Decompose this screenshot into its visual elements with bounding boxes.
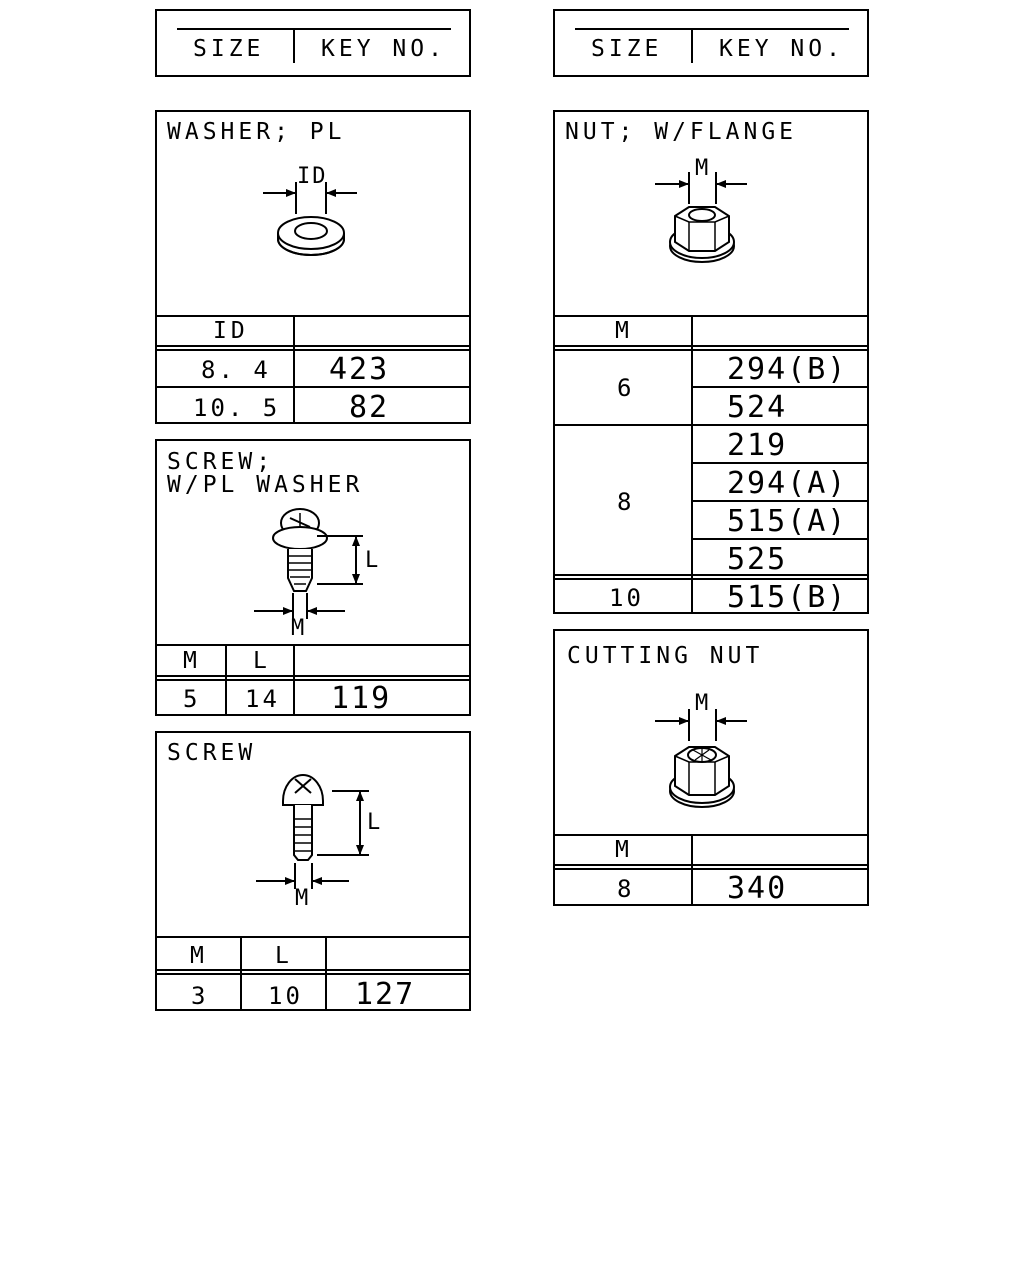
table-cell-size: 8. 4 xyxy=(201,356,271,384)
nut-flange-col-m: M xyxy=(615,318,633,344)
nut-flange-panel: NUT; W/FLANGE M M 6 294(B) 524 8 219 294… xyxy=(553,110,869,614)
key-no-label: KEY NO. xyxy=(719,36,844,62)
table-cell-key: 82 xyxy=(349,390,390,425)
table-cell-key: 127 xyxy=(355,977,416,1012)
washer-icon xyxy=(263,182,357,256)
screw-m-dim-label: M xyxy=(295,886,311,911)
table-cell-size: 10. 5 xyxy=(193,394,281,422)
cutting-nut-icon xyxy=(655,709,747,808)
cutting-nut-col-m: M xyxy=(615,837,633,863)
screw-washer-title-line2: W/PL WASHER xyxy=(167,472,364,498)
screw-washer-l-dim-label: L xyxy=(365,548,381,573)
table-cell-size: 8 xyxy=(617,488,635,516)
screw-title: SCREW xyxy=(167,740,257,766)
key-no-label: KEY NO. xyxy=(321,36,446,62)
screw-washer-panel: SCREW; W/PL WASHER L M M L 5 14 1 xyxy=(155,439,471,716)
cutting-nut-panel: CUTTING NUT M M 8 340 xyxy=(553,629,869,906)
screw-washer-title-line1: SCREW; xyxy=(167,449,275,475)
table-cell-l: 10 xyxy=(268,982,303,1010)
legend-header-left: SIZE KEY NO. xyxy=(155,9,471,77)
table-cell-key: 423 xyxy=(329,352,390,387)
screw-with-washer-icon xyxy=(254,508,363,619)
table-cell-key: 515(A) xyxy=(727,504,848,539)
table-cell-key: 524 xyxy=(727,390,788,425)
nut-flange-m-dim-label: M xyxy=(695,156,711,181)
size-label: SIZE xyxy=(591,36,663,62)
table-cell-key: 340 xyxy=(727,871,788,906)
washer-id-dim-label: ID xyxy=(297,164,328,189)
table-cell-key: 219 xyxy=(727,428,788,463)
flange-nut-icon xyxy=(655,172,747,263)
washer-title: WASHER; PL xyxy=(167,119,346,145)
screw-washer-m-dim-label: M xyxy=(291,616,307,641)
table-cell-l: 14 xyxy=(245,685,280,713)
table-cell-m: 3 xyxy=(191,982,209,1010)
screw-icon xyxy=(256,774,369,889)
screw-washer-col-m: M xyxy=(183,648,201,674)
screw-col-m: M xyxy=(190,943,208,969)
table-cell-size: 10 xyxy=(609,584,644,612)
table-cell-size: 6 xyxy=(617,374,635,402)
table-cell-key: 294(B) xyxy=(727,352,848,387)
table-cell-key: 525 xyxy=(727,542,788,577)
washer-panel: WASHER; PL ID ID 8. 4 423 10. 5 82 xyxy=(155,110,471,424)
washer-col-id: ID xyxy=(213,318,249,344)
table-cell-key: 119 xyxy=(331,681,392,716)
nut-flange-title: NUT; W/FLANGE xyxy=(565,119,798,145)
table-cell-key: 515(B) xyxy=(727,580,848,615)
cutting-nut-title: CUTTING NUT xyxy=(567,643,764,669)
cutting-nut-m-dim-label: M xyxy=(695,691,711,716)
legend-header-right: SIZE KEY NO. xyxy=(553,9,869,77)
screw-panel: SCREW L M M L 3 10 127 xyxy=(155,731,471,1011)
table-cell-key: 294(A) xyxy=(727,466,848,501)
table-cell-size: 8 xyxy=(617,875,635,903)
screw-l-dim-label: L xyxy=(367,810,383,835)
size-label: SIZE xyxy=(193,36,265,62)
screw-col-l: L xyxy=(275,943,293,969)
screw-washer-col-l: L xyxy=(253,648,271,674)
table-cell-m: 5 xyxy=(183,685,201,713)
